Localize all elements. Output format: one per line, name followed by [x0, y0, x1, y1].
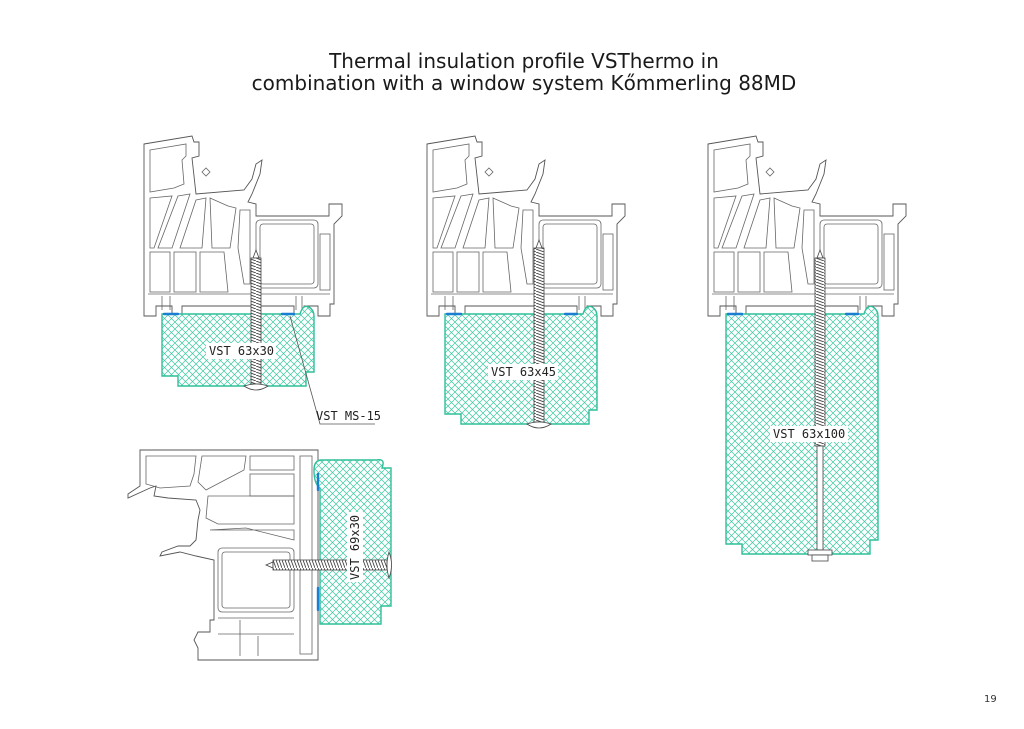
page-number: 19	[984, 694, 997, 705]
title-line-2: combination with a window system Kőmmerl…	[251, 71, 797, 95]
label-vst-63x45: VST 63x45	[491, 365, 556, 379]
label-vst-63x100: VST 63x100	[773, 427, 845, 441]
window-profile-3	[707, 135, 907, 317]
detail-4-drawing: VST 69x30	[127, 449, 392, 661]
title-line-1: Thermal insulation profile VSThermo in	[329, 49, 719, 73]
label-vst-69x30: VST 69x30	[348, 515, 362, 580]
label-vst-ms-15: VST MS-15	[316, 409, 381, 423]
window-profile-1	[143, 135, 343, 317]
page-title: Thermal insulation profile VSThermo in c…	[0, 50, 1024, 94]
detail-3-drawing: VST 63x100	[707, 135, 907, 562]
window-profile-4	[127, 449, 319, 661]
label-vst-63x30: VST 63x30	[209, 344, 274, 358]
screw-2	[526, 238, 552, 429]
leader-line-ms15	[289, 315, 375, 425]
screw-4	[264, 550, 392, 580]
detail-2-drawing: VST 63x45	[426, 135, 626, 429]
screw-3	[807, 248, 833, 562]
detail-1-drawing: VST 63x30 VST MS-15	[143, 135, 381, 425]
screw-1	[243, 248, 269, 391]
window-profile-2	[426, 135, 626, 317]
